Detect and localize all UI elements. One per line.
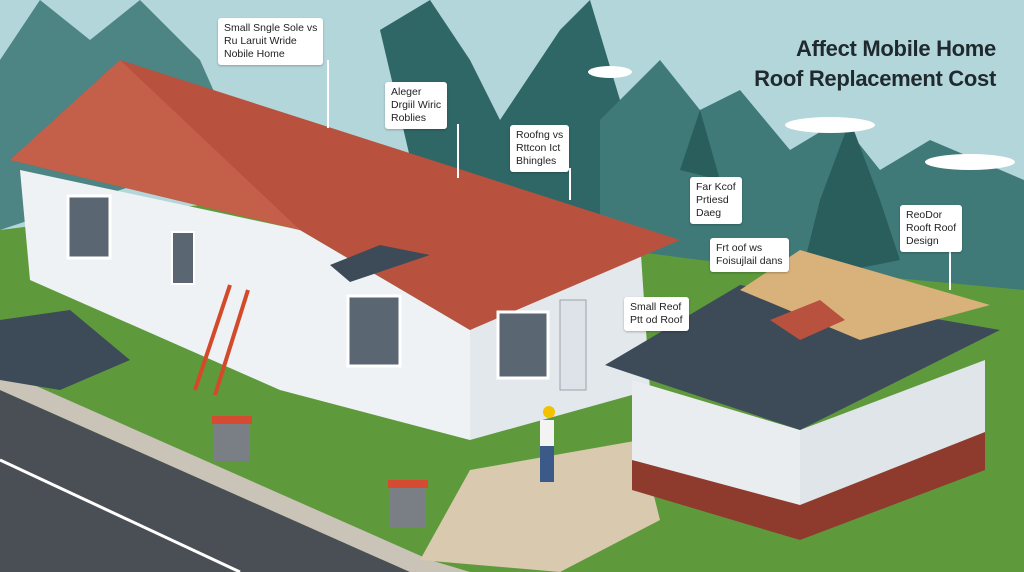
label-pointer <box>327 60 329 128</box>
path <box>420 440 660 572</box>
ladder <box>193 284 232 391</box>
small-house <box>605 250 1000 540</box>
label-line: Roblies <box>391 112 427 124</box>
big-mobile-home <box>10 60 680 440</box>
label-line: Nobile Home <box>224 48 285 60</box>
title-line-2: Roof Replacement Cost <box>754 66 996 91</box>
callout-label: Small Reof Ptt od Roof <box>624 297 689 331</box>
callout-label: Aleger Drgiil Wiric Roblies <box>385 82 448 129</box>
title-line-1: Affect Mobile Home <box>796 36 996 61</box>
callout-label: Far Kcof Prtiesd Daeg <box>690 177 742 224</box>
label-pointer <box>457 124 459 178</box>
label-pointer <box>569 168 571 200</box>
label-line: ReoDor <box>906 209 943 221</box>
shingle-pile <box>0 310 130 390</box>
label-line: Foisujlail dans <box>716 255 783 267</box>
worker <box>540 406 555 482</box>
label-line: Drgiil Wiric <box>391 99 442 111</box>
bucket <box>214 420 250 462</box>
label-line: Prtiesd <box>696 194 729 206</box>
label-line: Rttcon Ict <box>516 142 561 154</box>
callout-label: Roofng vs Rttcon Ict Bhingles <box>510 125 570 172</box>
label-line: Design <box>906 235 939 247</box>
label-line: Small Sngle Sole vs <box>224 22 318 34</box>
bucket <box>390 486 426 528</box>
label-line: Bhingles <box>516 155 557 167</box>
callout-label: Frt oof ws Foisujlail dans <box>710 238 789 272</box>
label-line: Frt oof ws <box>716 242 763 254</box>
callout-label: ReoDor Rooft Roof Design <box>900 205 963 252</box>
label-line: Far Kcof <box>696 181 736 193</box>
clouds <box>588 66 1015 170</box>
label-line: Small Reof <box>630 301 682 313</box>
label-line: Ru Laruit Wride <box>224 35 297 47</box>
label-line: Daeg <box>696 207 722 219</box>
label-pointer <box>949 248 951 290</box>
page-title: Affect Mobile Home Roof Replacement Cost <box>754 34 996 94</box>
label-line: Roofng vs <box>516 129 564 141</box>
label-line: Rooft Roof <box>906 222 957 234</box>
callout-label: Small Sngle Sole vs Ru Laruit Wride Nobi… <box>218 18 324 65</box>
label-line: Ptt od Roof <box>630 314 683 326</box>
label-line: Aleger <box>391 86 422 98</box>
